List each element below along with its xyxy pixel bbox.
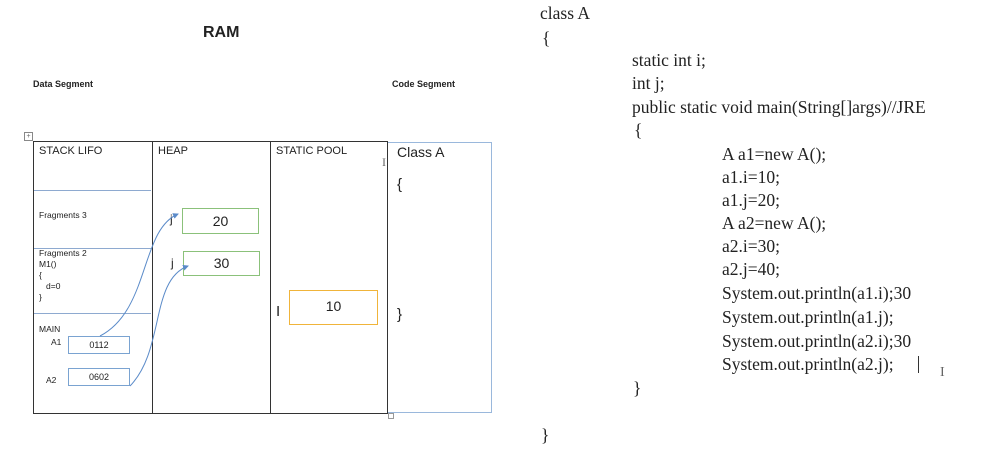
static-pool-header: STATIC POOL	[276, 145, 348, 157]
a1-label: A1	[51, 337, 62, 347]
resize-handle[interactable]	[388, 413, 394, 419]
a2-reference-arrow	[129, 264, 189, 387]
code-line: {	[634, 120, 643, 140]
stack-line: }	[39, 292, 42, 302]
heap-obj1-value-box: 20	[182, 208, 259, 234]
code-line: a1.i=10;	[722, 167, 780, 187]
heap-obj2-value-box: 30	[183, 251, 260, 276]
code-segment-label: Code Segment	[392, 79, 456, 89]
heap-obj1-var: j	[170, 212, 173, 226]
a1-address-box: 0112	[68, 336, 130, 354]
class-a-box	[388, 142, 492, 413]
a2-label: A2	[46, 375, 57, 385]
ram-title: RAM	[203, 24, 240, 41]
stack-frame-divider	[34, 248, 151, 249]
stack-line: M1()	[39, 259, 57, 269]
code-line-brace: {	[542, 28, 551, 48]
table-move-handle-icon[interactable]: +	[24, 132, 33, 141]
static-value-box: 10	[289, 290, 378, 325]
code-line: int j;	[632, 73, 665, 93]
code-line: A a2=new A();	[722, 213, 827, 233]
stack-line: Fragments 2	[39, 248, 87, 258]
class-a-title: Class A	[397, 144, 445, 160]
column-divider	[152, 142, 153, 413]
stack-header: STACK LIFO	[39, 145, 103, 157]
heap-header: HEAP	[158, 145, 188, 157]
code-line: public static void main(String[]args)//J…	[632, 97, 926, 117]
text-cursor-icon: I	[382, 155, 386, 169]
column-divider	[270, 142, 271, 413]
code-line: a2.i=30;	[722, 236, 780, 256]
heap-obj2-var: j	[171, 256, 174, 270]
text-cursor-icon: I	[940, 365, 945, 380]
a2-address-box: 0602	[68, 368, 130, 386]
memory-table: STACK LIFO HEAP STATIC POOL Fragments 3 …	[33, 141, 388, 414]
code-line: A a1=new A();	[722, 144, 827, 164]
static-var: I	[276, 303, 281, 320]
class-a-open-brace: {	[397, 176, 403, 193]
stack-line: d=0	[46, 281, 61, 291]
data-segment-label: Data Segment	[33, 79, 94, 89]
code-line: a2.j=40;	[722, 259, 780, 279]
code-line: System.out.println(a1.j);	[722, 307, 894, 327]
code-line: System.out.println(a1.i);30	[722, 283, 912, 303]
stack-frame-main: MAIN	[39, 324, 61, 334]
code-line: }	[633, 378, 642, 398]
code-line: static int i;	[632, 50, 706, 70]
code-line: System.out.println(a2.j);	[722, 354, 894, 374]
class-a-close-brace: }	[397, 306, 403, 323]
text-caret	[918, 356, 919, 373]
stack-frame-fragments2: Fragments 2 M1() { d=0 }	[39, 248, 87, 303]
code-line: a1.j=20;	[722, 190, 780, 210]
code-line: }	[541, 425, 550, 445]
code-line-class: class A	[540, 3, 591, 23]
a1-reference-arrow	[99, 213, 179, 337]
stack-frame-divider	[34, 313, 151, 314]
stack-line: {	[39, 270, 42, 280]
stack-frame-fragments3: Fragments 3	[39, 210, 87, 220]
stack-frame-divider	[34, 190, 151, 191]
code-line: System.out.println(a2.i);30	[722, 331, 912, 351]
